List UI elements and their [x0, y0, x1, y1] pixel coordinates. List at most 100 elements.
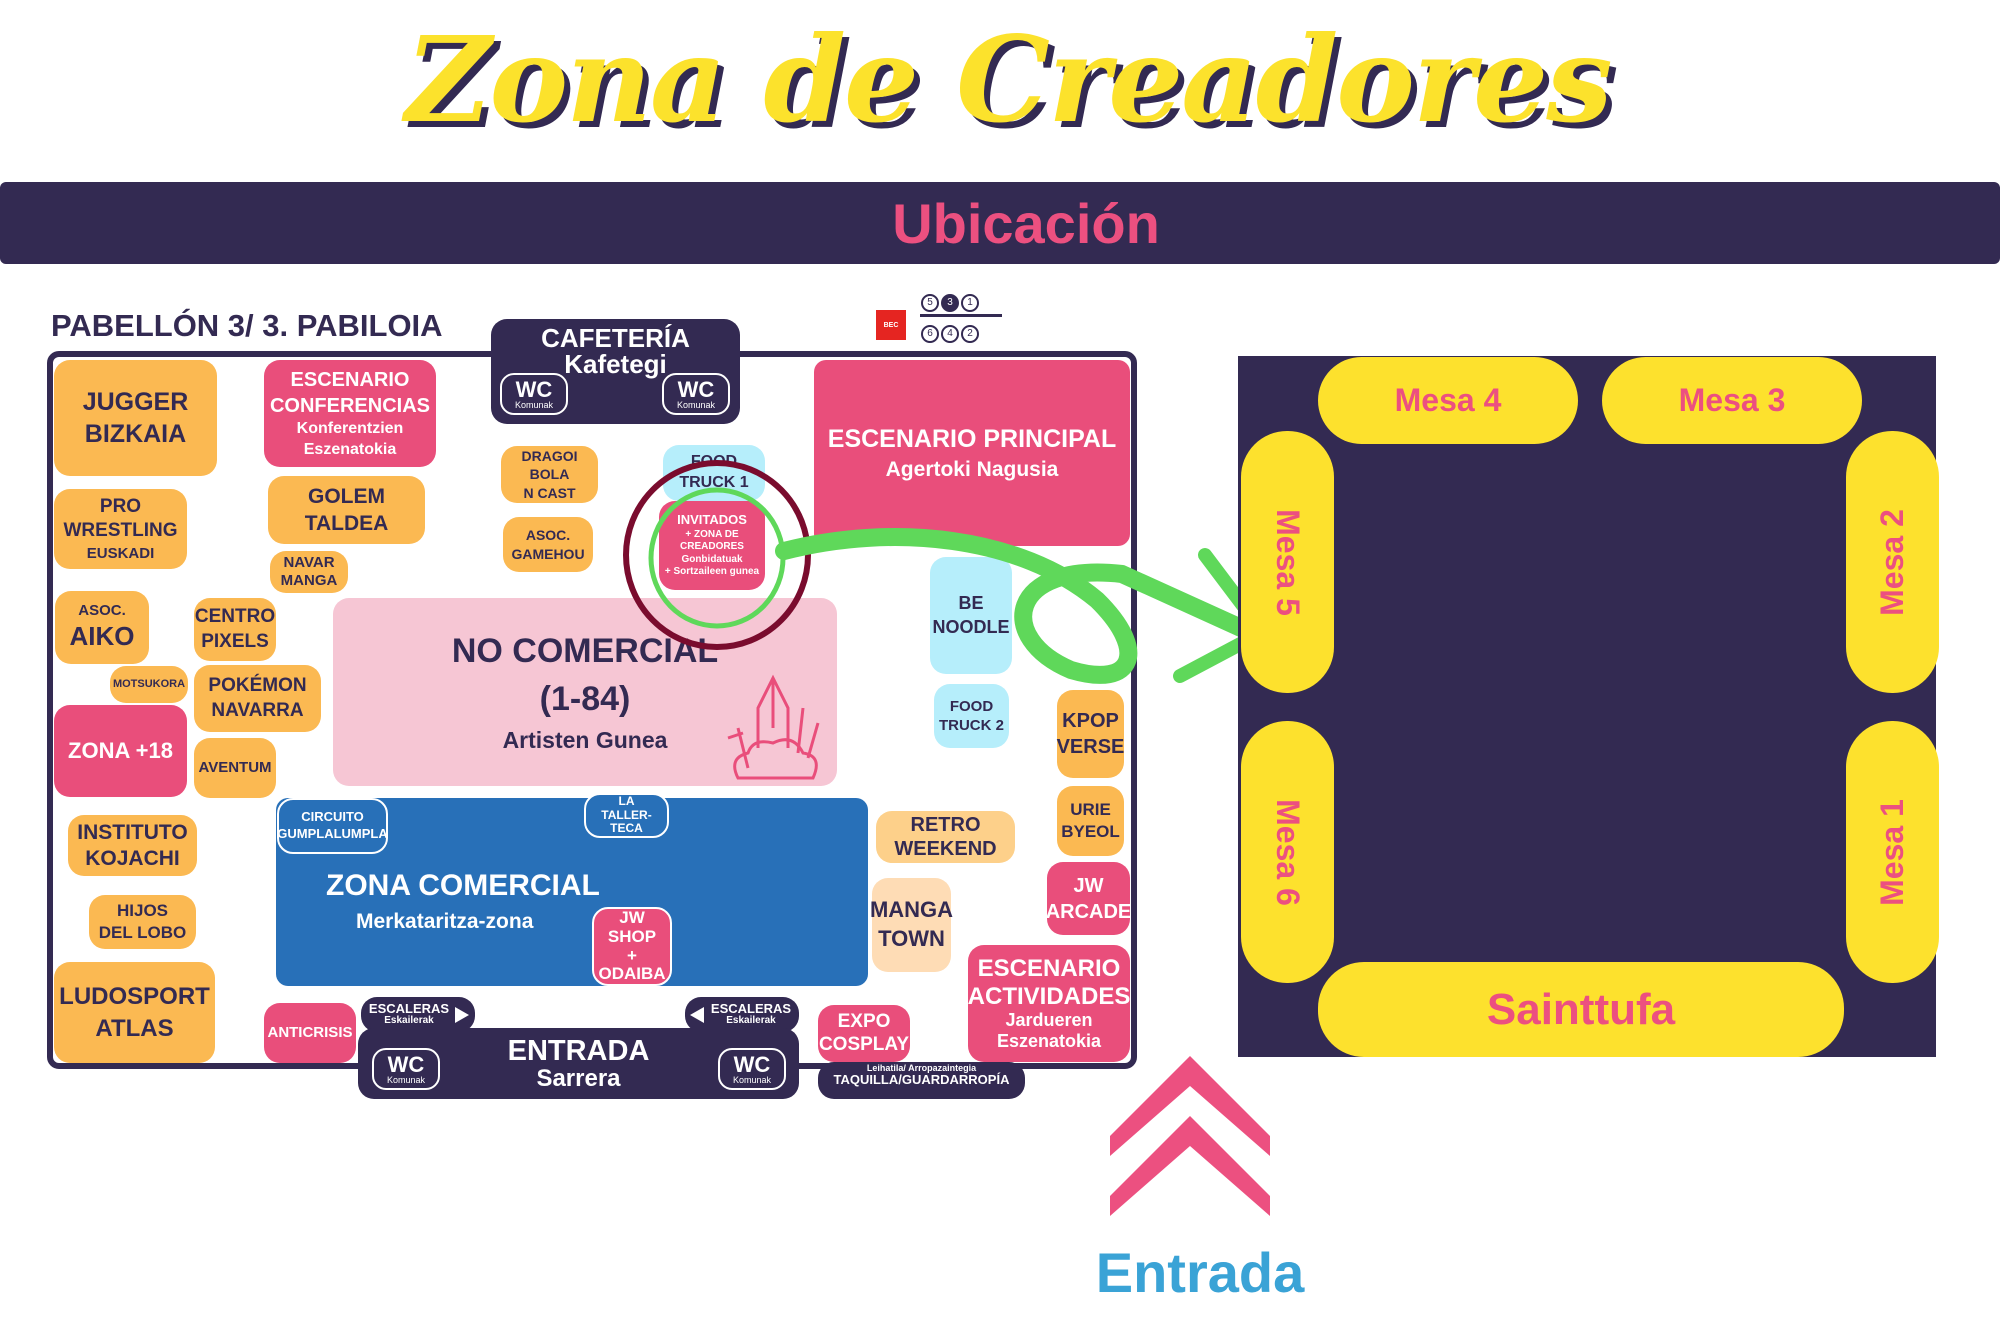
- label: INVITADOS: [677, 512, 747, 528]
- label: POKÉMON: [208, 674, 307, 696]
- label: + Sortzaileen gunea: [664, 566, 760, 578]
- label: ESCENARIO: [290, 368, 410, 391]
- label: KOJACHI: [85, 846, 180, 870]
- label: JW SHOP: [607, 908, 657, 946]
- highlight-circle-green: [648, 487, 786, 629]
- label: ZONA COMERCIAL: [326, 869, 600, 903]
- label: FOOD: [949, 697, 994, 715]
- arrow-left-icon: [690, 1007, 704, 1023]
- label: Eszenatokia: [996, 1031, 1102, 1052]
- label: CREADORES: [680, 541, 744, 553]
- label: CONFERENCIAS: [269, 394, 430, 417]
- label: WC: [387, 1051, 425, 1077]
- label: TALDEA: [304, 512, 389, 535]
- label: KPOP: [1062, 710, 1119, 732]
- label: Eskailerak: [384, 1015, 434, 1027]
- label: LUDOSPORT: [59, 983, 210, 1011]
- label: PRO: [99, 495, 142, 517]
- label: 1: [961, 294, 979, 312]
- label: 4: [941, 325, 959, 343]
- label: Leihatila/ Arropazaintegia: [866, 1063, 977, 1073]
- artist-castle-icon: [727, 674, 820, 780]
- label: CIRCUITO: [301, 809, 364, 825]
- label: WEEKEND: [894, 838, 997, 860]
- label: BIZKAIA: [84, 420, 187, 448]
- label: Artisten Gunea: [502, 726, 668, 753]
- label: ODAIBA: [598, 964, 666, 984]
- label: Komunak: [732, 1074, 772, 1085]
- banner-title: Ubicación: [892, 191, 1160, 255]
- label: ASOC.: [525, 527, 571, 544]
- table-mesa-2: Mesa 2: [1846, 431, 1939, 693]
- label: Mesa 2: [1874, 508, 1911, 616]
- zone-food-truck-2: FOOD TRUCK 2: [934, 684, 1009, 748]
- label: NAVAR: [283, 554, 335, 571]
- label: WC: [677, 376, 715, 402]
- label: Komunak: [676, 399, 716, 410]
- label: NOODLE: [932, 616, 1010, 637]
- label: ACTIVIDADES: [967, 982, 1131, 1010]
- zone-aventum: AVENTUM: [194, 738, 276, 798]
- label: BYEOL: [1061, 822, 1120, 841]
- label: BE: [958, 593, 984, 614]
- label: CENTRO: [194, 605, 276, 627]
- label: URIE: [1070, 799, 1111, 819]
- label: Jardueren: [1005, 1010, 1093, 1031]
- label: TAQUILLA/GUARDARROPÍA: [833, 1072, 1010, 1087]
- table-mesa-6: Mesa 6: [1241, 721, 1334, 983]
- zone-asoc-gamehou: ASOC.GAMEHOU: [503, 517, 593, 572]
- bec-logo: BEC: [876, 310, 906, 340]
- label: LA: [618, 793, 635, 808]
- arrow-right-icon: [455, 1007, 469, 1023]
- table-mesa-3: Mesa 3: [1602, 357, 1862, 444]
- zone-asoc-aiko: ASOC.AIKO: [55, 591, 149, 664]
- label: INSTITUTO: [77, 821, 188, 845]
- label: ATLAS: [95, 1014, 174, 1042]
- table-mesa-1: Mesa 1: [1846, 721, 1939, 983]
- label: + ZONA DE: [685, 528, 739, 540]
- label: GAMEHOU: [511, 545, 585, 562]
- label: ARCADE: [1045, 900, 1132, 923]
- label: VERSE: [1056, 736, 1125, 758]
- label: TRUCK 2: [938, 717, 1004, 734]
- label: 5: [921, 294, 939, 312]
- label: GOLEM: [308, 484, 385, 508]
- zone-ludosport-atlas: LUDOSPORT ATLAS: [54, 962, 215, 1063]
- label: JUGGER: [82, 387, 189, 416]
- label: ESCALERAS: [368, 1001, 450, 1017]
- label: Gonbidatuak: [681, 553, 743, 565]
- label: EUSKADI: [86, 544, 155, 562]
- label: COSPLAY: [818, 1033, 910, 1055]
- label: ESCENARIO: [977, 955, 1121, 983]
- entrance-label: Entrada: [1095, 1241, 1305, 1304]
- zone-golem-taldea: GOLEM TALDEA: [268, 476, 425, 544]
- label: 3: [941, 294, 959, 312]
- label: Kafetegi: [564, 349, 667, 379]
- label: TOWN: [878, 926, 945, 951]
- label: N CAST: [523, 484, 576, 501]
- label: WC: [515, 376, 553, 402]
- label: 6: [921, 325, 939, 343]
- label: ENTRADA: [507, 1034, 650, 1067]
- zone-no-comercial: NO COMERCIAL(1-84)Artisten Gunea: [333, 598, 837, 786]
- label: Mesa 1: [1874, 798, 1911, 906]
- label: Merkataritza-zona: [356, 910, 534, 934]
- label: Eskailerak: [726, 1015, 776, 1027]
- label: DRAGOI BOLA: [521, 448, 578, 483]
- label: EXPO: [837, 1010, 891, 1032]
